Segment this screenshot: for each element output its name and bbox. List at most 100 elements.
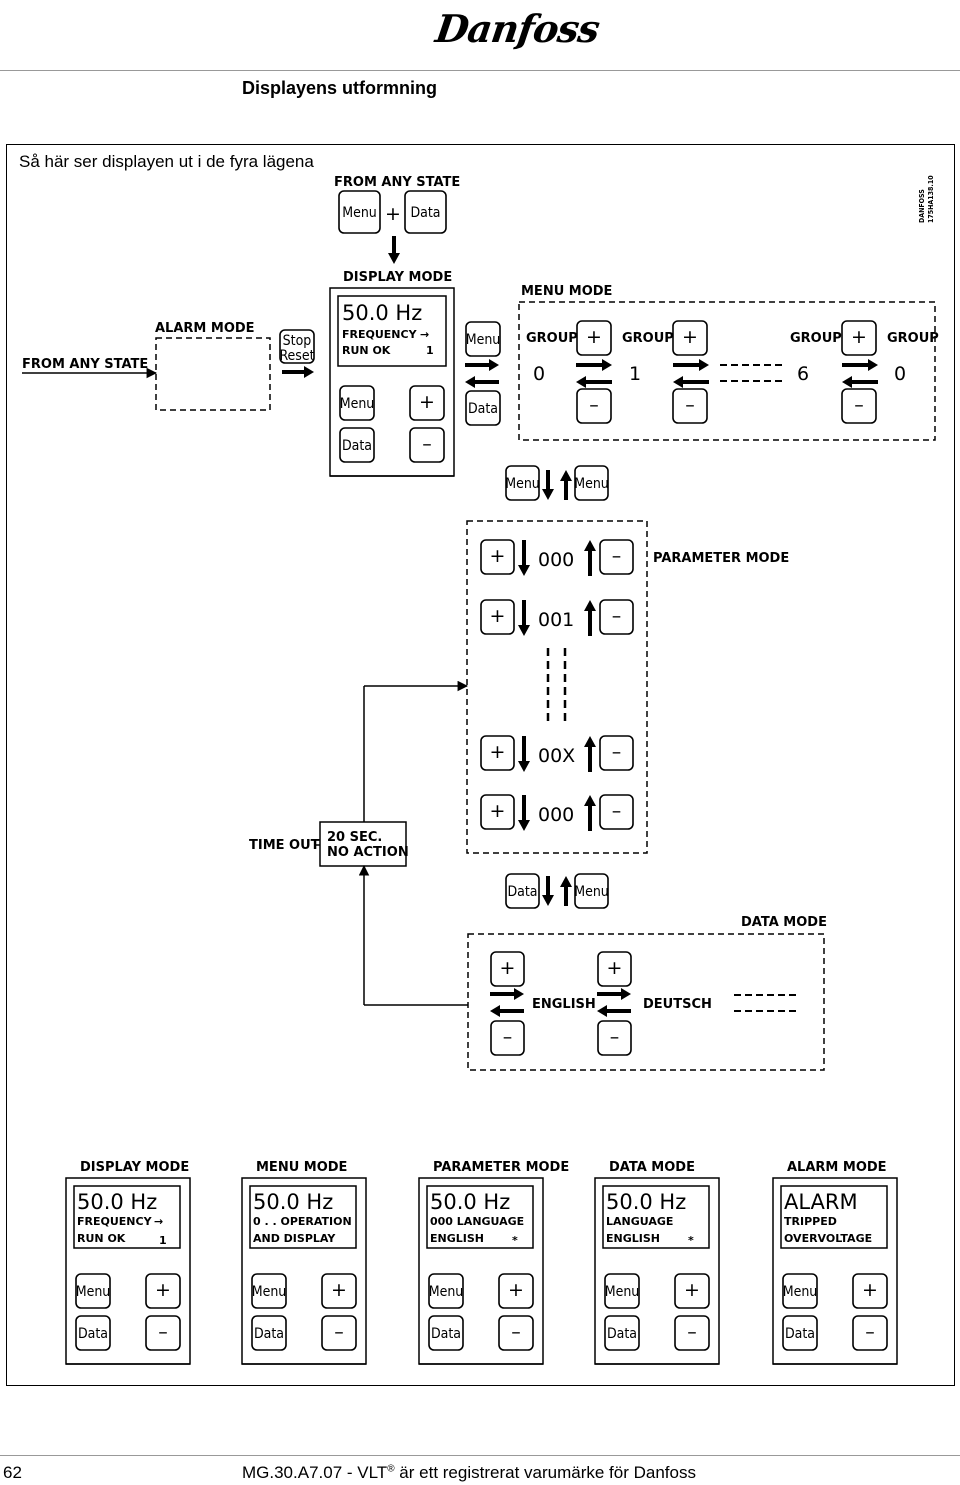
data-button-from-menumode[interactable] <box>465 390 501 426</box>
menu-button-from-datamode[interactable] <box>574 873 609 909</box>
data-minus-1[interactable] <box>490 1020 525 1056</box>
panel-data-button-1[interactable] <box>251 1315 287 1351</box>
panel-menu-button-3[interactable] <box>604 1273 640 1309</box>
stop-reset-button[interactable] <box>279 329 315 364</box>
group-label-3: GROUP <box>887 331 939 346</box>
menu-minus-3-button-label: – <box>854 394 864 416</box>
menu-minus-1-button-label: – <box>589 394 599 416</box>
panel-plus-button-1-label: + <box>331 1279 347 1301</box>
param-arrow-up-1 <box>584 600 596 636</box>
display-line2-top: FREQUENCY <box>342 328 418 341</box>
timeout-line1: 20 SEC. <box>327 830 382 845</box>
menu-button-display[interactable] <box>339 385 375 421</box>
page-number: 62 <box>3 1463 22 1482</box>
menu-button-to-param[interactable] <box>505 465 540 501</box>
panel-data-button-2[interactable] <box>428 1315 464 1351</box>
panel-plus-button-3[interactable] <box>674 1273 710 1309</box>
arrow-to-display <box>282 366 314 378</box>
data-button-display-label: Data <box>342 438 372 454</box>
display-line2-sym-top: → <box>420 328 429 341</box>
menu-minus-2-button-label: – <box>685 394 695 416</box>
panel-data-button-0-label: Data <box>78 1326 108 1342</box>
param-plus-1[interactable] <box>480 599 515 635</box>
stop-label: Stop <box>283 333 312 349</box>
panel-plus-button-4-label: + <box>862 1279 878 1301</box>
menu-minus-3-button[interactable] <box>841 388 877 424</box>
parameter-mode-box <box>466 520 648 854</box>
data-button-top[interactable] <box>404 190 447 234</box>
param-plus-2[interactable] <box>480 735 515 771</box>
menu-button-from-param[interactable] <box>574 465 609 501</box>
menu-arrow-left-2 <box>842 376 878 388</box>
panel-line1-3: 50.0 Hz <box>606 1190 686 1214</box>
panel-line1-0: 50.0 Hz <box>77 1190 157 1214</box>
panel-menu-button-0[interactable] <box>75 1273 111 1309</box>
panel-data-button-3[interactable] <box>604 1315 640 1351</box>
panel-minus-button-3[interactable] <box>674 1315 710 1351</box>
menu-minus-1-button[interactable] <box>576 388 612 424</box>
menu-arrow-left-1 <box>673 376 709 388</box>
panel-menu-button-1[interactable] <box>251 1273 287 1309</box>
menu-button-top[interactable] <box>338 190 381 234</box>
panel-menu-button-4-label: Menu <box>783 1284 818 1300</box>
panel-menu-button-1-label: Menu <box>252 1284 287 1300</box>
data-button-display[interactable] <box>339 427 375 463</box>
panel-line2-right-0: → <box>154 1215 163 1228</box>
param-minus-0[interactable] <box>599 539 634 575</box>
panel-menu-button-2[interactable] <box>428 1273 464 1309</box>
data-button-to-datamode[interactable] <box>505 873 540 909</box>
display-line1-top: 50.0 Hz <box>342 301 422 325</box>
panel-data-button-0[interactable] <box>75 1315 111 1351</box>
param-minus-2[interactable] <box>599 735 634 771</box>
panel-line1-4: ALARM <box>784 1190 858 1214</box>
menu-arrow-right-0 <box>576 359 612 371</box>
param-minus-3[interactable] <box>599 794 634 830</box>
panel-minus-button-4-label: – <box>865 1321 875 1343</box>
panel-menu-button-4[interactable] <box>782 1273 818 1309</box>
panel-minus-button-1[interactable] <box>321 1315 357 1351</box>
menu-plus-3-button[interactable] <box>841 320 877 356</box>
arrow-down-top <box>388 236 400 264</box>
data-minus-2[interactable] <box>597 1020 632 1056</box>
panel-menu-button-2-label: Menu <box>429 1284 464 1300</box>
menu-button-to-menumode[interactable] <box>465 321 501 357</box>
panel-line3-3: ENGLISH <box>606 1232 660 1245</box>
plus-button-display[interactable] <box>409 385 445 421</box>
param-plus-2-label: + <box>490 741 506 763</box>
param-plus-0-label: + <box>490 545 506 567</box>
panel-data-button-2-label: Data <box>431 1326 461 1342</box>
arrow-to-param <box>542 470 554 500</box>
minus-button-display[interactable] <box>409 427 445 463</box>
panel-plus-button-2[interactable] <box>498 1273 534 1309</box>
menu-plus-1-button[interactable] <box>576 320 612 356</box>
param-plus-0[interactable] <box>480 539 515 575</box>
menu-minus-2-button[interactable] <box>672 388 708 424</box>
param-minus-1[interactable] <box>599 599 634 635</box>
panel-plus-button-1[interactable] <box>321 1273 357 1309</box>
menu-plus-2-button[interactable] <box>672 320 708 356</box>
panel-data-button-1-label: Data <box>254 1326 284 1342</box>
panel-plus-button-0[interactable] <box>145 1273 181 1309</box>
param-plus-3[interactable] <box>480 794 515 830</box>
menu-arrow-right-2 <box>842 359 878 371</box>
panel-line3-4: OVERVOLTAGE <box>784 1232 872 1245</box>
panel-minus-button-0[interactable] <box>145 1315 181 1351</box>
panel-line2-4: TRIPPED <box>784 1215 837 1228</box>
panel-data-button-3-label: Data <box>607 1326 637 1342</box>
panel-minus-button-4[interactable] <box>852 1315 888 1351</box>
data-button-to-datamode-label: Data <box>507 884 537 900</box>
display-mode-label-top: DISPLAY MODE <box>343 270 452 285</box>
parameter-mode-label-top: PARAMETER MODE <box>653 551 789 566</box>
panel-data-button-4[interactable] <box>782 1315 818 1351</box>
panel-minus-button-2[interactable] <box>498 1315 534 1351</box>
time-out-label: TIME OUT <box>249 838 320 853</box>
panel-title-0: DISPLAY MODE <box>80 1160 189 1175</box>
display-line3-top: RUN OK <box>342 344 391 357</box>
timeout-line2: NO ACTION <box>327 845 409 860</box>
param-arrow-up-0 <box>584 540 596 576</box>
group-value-3: 0 <box>894 363 906 385</box>
data-plus-2[interactable] <box>597 951 632 987</box>
group-value-2: 6 <box>797 363 809 385</box>
data-plus-1[interactable] <box>490 951 525 987</box>
panel-plus-button-4[interactable] <box>852 1273 888 1309</box>
